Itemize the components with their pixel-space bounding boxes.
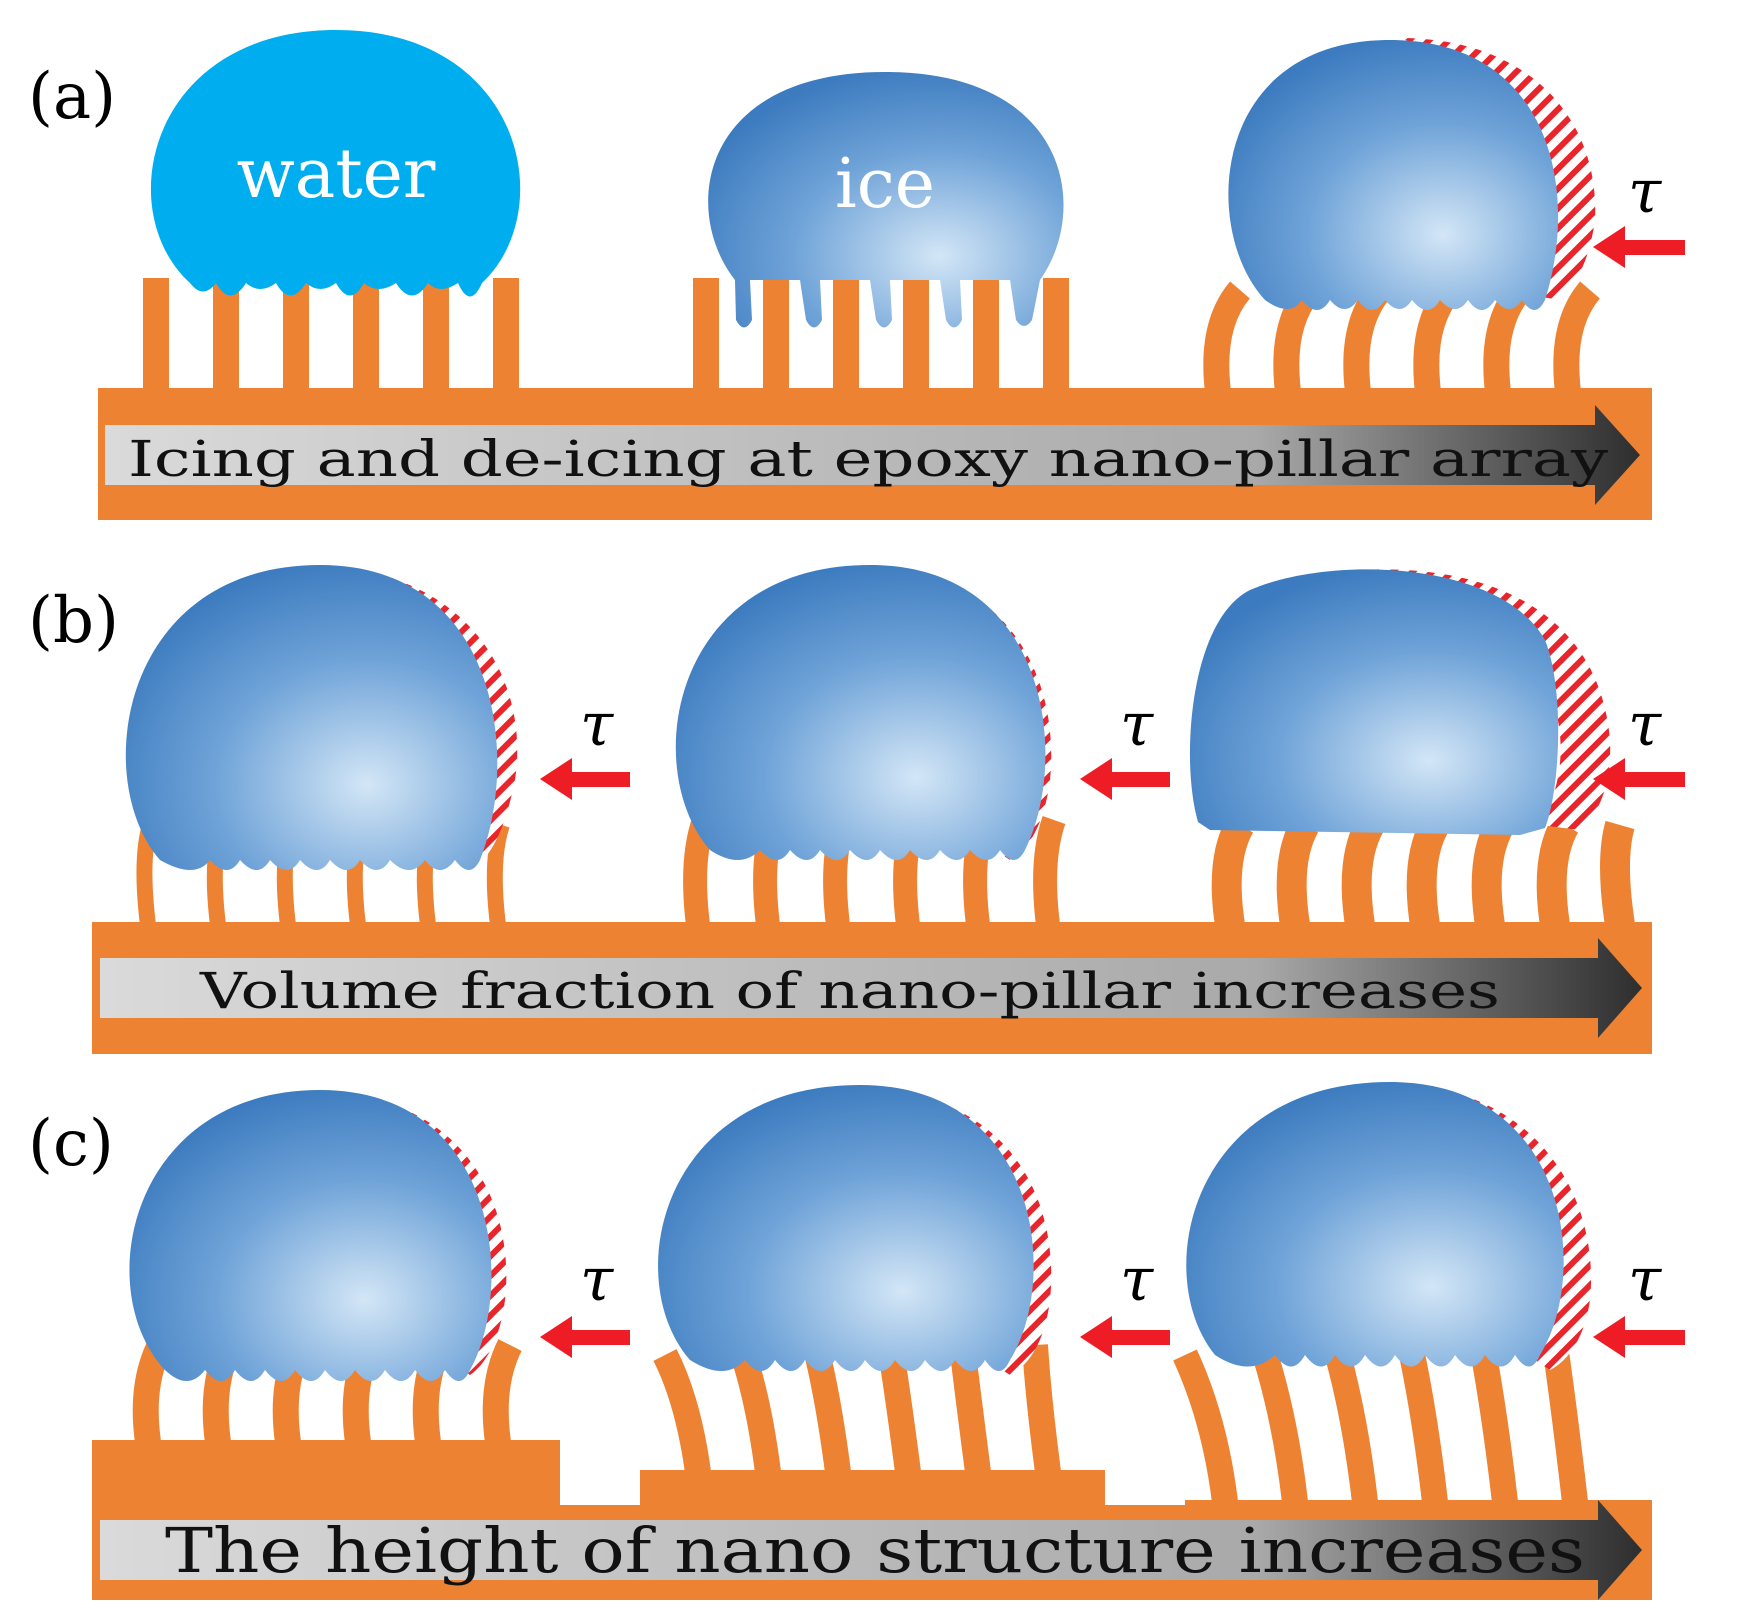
panel-a-label: (a) [28,60,116,134]
detached-ice-layer-c1 [350,1095,507,1375]
ice-droplet-c1 [129,1090,492,1381]
stress-symbol-b2: τ [1120,690,1154,760]
stress-arrow-c3 [1593,1316,1685,1358]
stress-arrow-a [1593,226,1685,268]
stress-symbol-b3: τ [1628,690,1662,760]
pillars-a2 [693,278,1069,393]
stress-arrow-b2 [1080,758,1170,800]
panel-a: (a) Icing and de-icing at epoxy nano-pil… [28,30,1685,520]
detached-ice-layer-c2 [880,1090,1052,1375]
ice-droplet-a2 [708,72,1064,328]
detached-ice-layer-c3 [1410,1085,1592,1370]
pillars-c3 [1173,1340,1588,1504]
stress-symbol-b1: τ [580,690,614,760]
ice-droplet-c2 [658,1085,1034,1371]
panel-c: (c) The height of nano structure increas… [28,1082,1685,1600]
detached-ice-layer-b1 [340,568,518,870]
stress-arrow-b1 [540,758,630,800]
ice-droplet-b1 [125,565,498,870]
ice-droplet-b2 [675,565,1046,860]
stress-symbol-a: τ [1628,157,1662,227]
caption-arrow-a [105,405,1640,505]
pillars-a1 [143,278,519,393]
ice-droplet-a3 [1228,40,1559,310]
ice-droplet-b3 [1189,569,1559,835]
water-droplet [150,30,521,297]
stress-arrow-b3 [1593,758,1685,800]
stress-arrow-c1 [540,1316,630,1358]
caption-a: Icing and de-icing at epoxy nano-pillar … [128,430,1609,488]
caption-arrow-b [100,938,1642,1038]
stress-symbol-c1: τ [580,1245,614,1315]
ice-droplet-c3 [1186,1082,1564,1367]
panel-b: (b) Volume fraction of nano-pillar incre… [28,565,1685,1054]
stress-symbol-c3: τ [1628,1245,1662,1315]
water-label: water [237,135,436,214]
panel-b-label: (b) [28,584,119,658]
pillars-b3 [1211,817,1635,928]
caption-c: The height of nano structure increases [165,1514,1585,1587]
stress-arrow-c2 [1080,1316,1170,1358]
stress-symbol-c2: τ [1120,1245,1154,1315]
caption-arrow-c [100,1500,1642,1600]
panel-c-label: (c) [28,1107,114,1181]
caption-b: Volume fraction of nano-pillar increases [199,962,1500,1020]
ice-label: ice [835,145,935,224]
